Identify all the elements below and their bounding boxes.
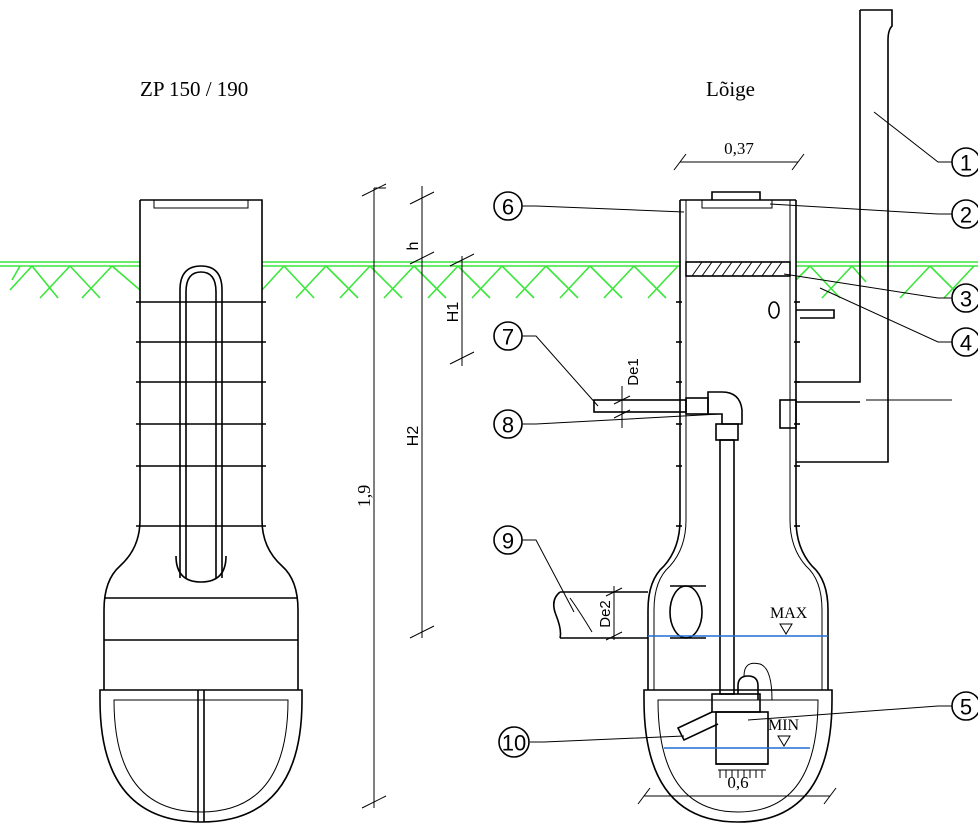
well-front-view bbox=[99, 199, 303, 823]
max-level-label: MAX bbox=[770, 605, 808, 622]
top-width-label: 0,37 bbox=[724, 139, 754, 158]
vent-pipe bbox=[779, 9, 893, 463]
lid-frame bbox=[701, 199, 773, 209]
H1-label: H1 bbox=[445, 302, 462, 323]
front-view-title: ZP 150 / 190 bbox=[140, 77, 248, 101]
callout-10: 10 bbox=[498, 726, 530, 758]
De2-label: De2 bbox=[597, 600, 614, 628]
svg-text:5: 5 bbox=[960, 695, 972, 720]
callout-7: 7 bbox=[493, 321, 523, 351]
dimension-total-height: 1,9 bbox=[354, 183, 387, 809]
leader-lines bbox=[522, 111, 952, 743]
callout-5: 5 bbox=[951, 691, 978, 721]
max-level-marker bbox=[779, 623, 793, 635]
callout-6: 6 bbox=[493, 191, 523, 221]
h-label: h bbox=[405, 242, 422, 251]
lid bbox=[711, 191, 761, 200]
svg-text:3: 3 bbox=[960, 287, 972, 312]
callout-1: 1 bbox=[951, 147, 978, 177]
svg-text:10: 10 bbox=[502, 731, 526, 756]
min-level-marker bbox=[777, 735, 791, 747]
pressure-pipe bbox=[593, 391, 743, 695]
svg-text:9: 9 bbox=[502, 529, 514, 554]
inlet-pipe bbox=[552, 585, 706, 639]
dimension-H2: H2 bbox=[405, 270, 435, 639]
dimension-H1: H1 bbox=[445, 253, 475, 366]
dimension-De1: De1 bbox=[613, 358, 642, 428]
insulation-plate bbox=[685, 261, 791, 277]
H2-label: H2 bbox=[405, 426, 422, 447]
dimension-De2: De2 bbox=[597, 586, 623, 641]
ground-surface bbox=[0, 261, 978, 299]
dimension-h: h bbox=[405, 186, 435, 270]
De1-label: De1 bbox=[625, 358, 642, 386]
svg-text:6: 6 bbox=[502, 195, 514, 220]
cable-gland bbox=[768, 301, 780, 319]
callout-3: 3 bbox=[951, 283, 978, 313]
section-view-title: Lõige bbox=[706, 77, 755, 101]
svg-text:1: 1 bbox=[960, 151, 972, 176]
submersible-pump bbox=[676, 662, 773, 778]
rib-rings bbox=[104, 301, 298, 641]
callout-8: 8 bbox=[493, 409, 523, 439]
svg-text:2: 2 bbox=[960, 203, 972, 228]
callout-9: 9 bbox=[493, 525, 523, 555]
min-level-label: MIN bbox=[768, 717, 800, 734]
bottom-width-label: 0,6 bbox=[727, 773, 748, 792]
svg-text:7: 7 bbox=[502, 325, 514, 350]
callout-2: 2 bbox=[951, 199, 978, 229]
total-height-label: 1,9 bbox=[354, 485, 374, 508]
well-section-view: 0,37 bbox=[552, 9, 893, 823]
svg-text:8: 8 bbox=[502, 413, 514, 438]
callout-4: 4 bbox=[951, 327, 978, 357]
dimension-bottom-width: 0,6 bbox=[637, 773, 837, 805]
svg-text:4: 4 bbox=[960, 331, 972, 356]
dimension-top-width: 0,37 bbox=[673, 139, 805, 171]
